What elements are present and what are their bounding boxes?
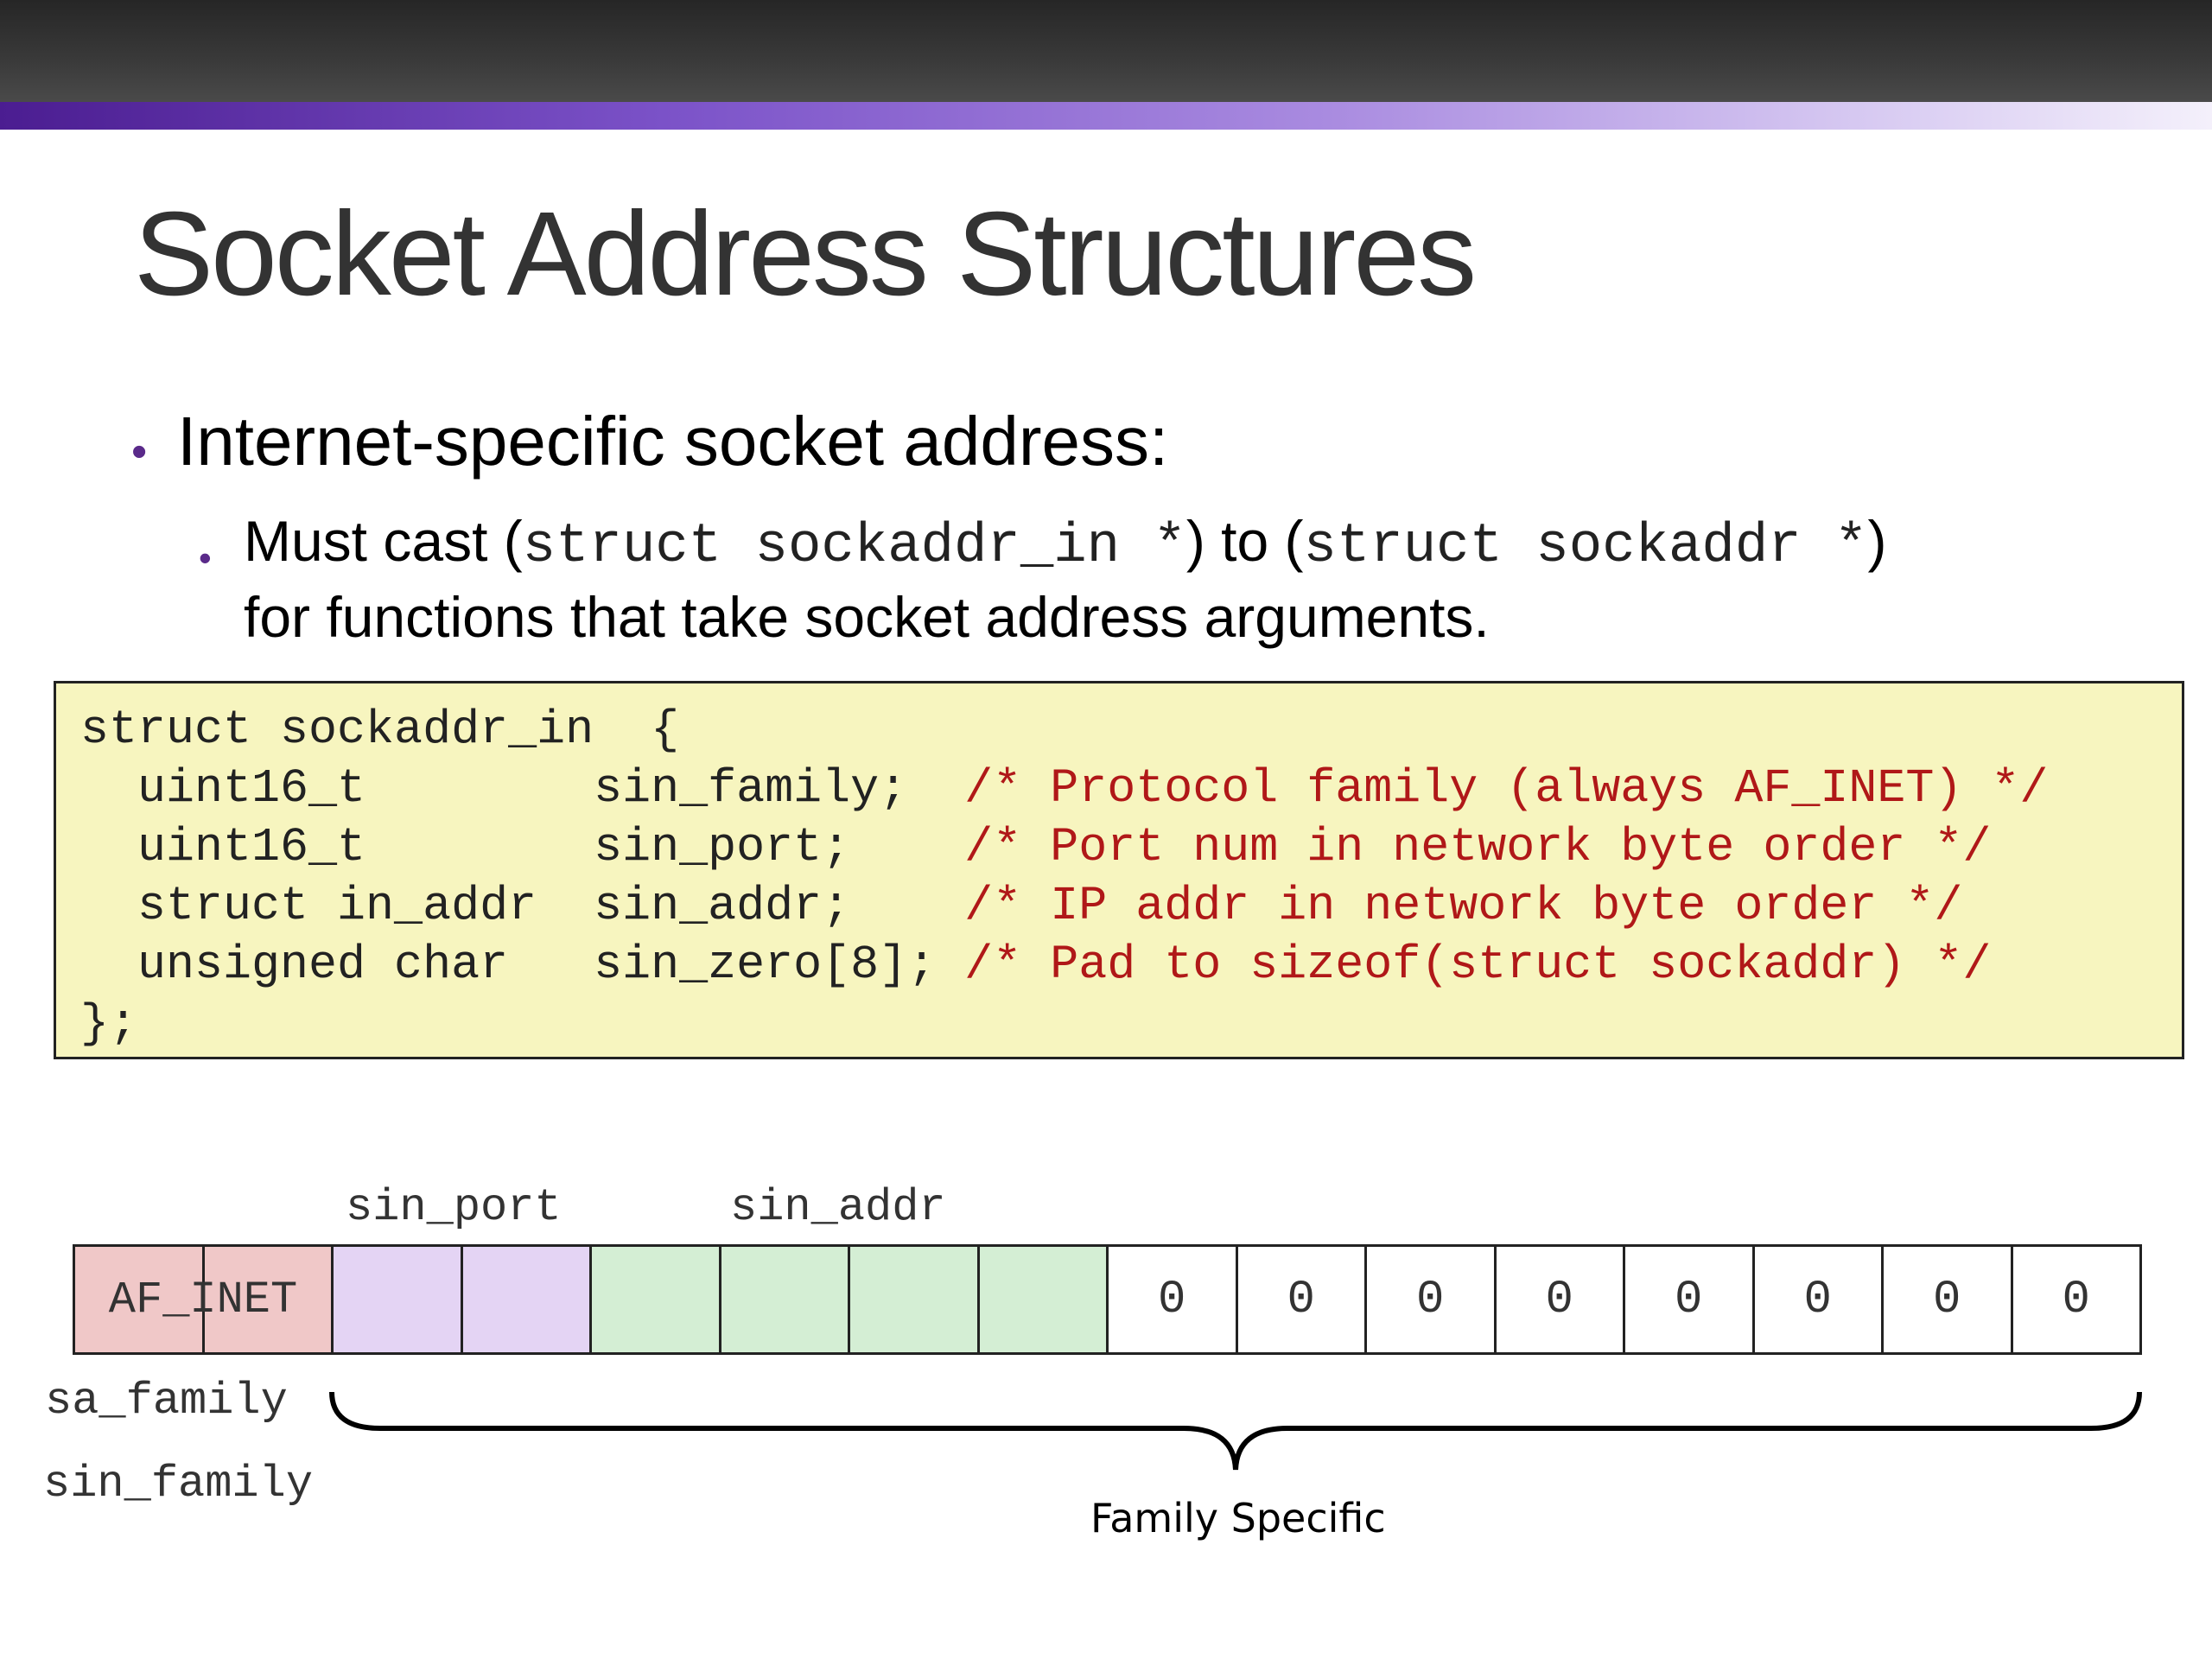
label-sin-addr: sin_addr — [730, 1182, 946, 1233]
cast-code-sockaddr: struct sockaddr * — [1303, 516, 1868, 578]
code-text: uint16_t sin_port; — [80, 820, 965, 874]
code-comment: /* Port num in network byte order */ — [964, 820, 1992, 874]
byte-cell-family — [201, 1244, 334, 1355]
byte-cell-zero: 0 — [1106, 1244, 1238, 1355]
top-header-bar — [0, 0, 2212, 102]
sub-bullet-line-2: for functions that take socket address a… — [244, 585, 1490, 649]
label-sin-port: sin_port — [346, 1182, 562, 1233]
code-listing: struct sockaddr_in { uint16_t sin_family… — [80, 701, 2048, 1053]
code-comment: /* Pad to sizeof(struct sockaddr) */ — [964, 938, 1992, 992]
label-sa-family: sa_family — [45, 1376, 288, 1427]
slide-title: Socket Address Structures — [134, 188, 1477, 321]
accent-gradient-bar — [0, 102, 2212, 130]
cast-text-part2: ) to ( — [1185, 509, 1304, 573]
code-text: unsigned char sin_zero[8]; — [80, 938, 965, 992]
byte-cell-addr — [976, 1244, 1109, 1355]
brace-path — [329, 1391, 2142, 1471]
bullet-text: Internet-specific socket address: — [177, 403, 1169, 480]
code-line: struct sockaddr_in { — [80, 701, 2048, 760]
byte-cell-zero: 0 — [1623, 1244, 1755, 1355]
byte-cell-port — [460, 1244, 592, 1355]
code-line: struct in_addr sin_addr; /* IP addr in n… — [80, 877, 2048, 936]
byte-cell-zero: 0 — [1751, 1244, 1884, 1355]
code-text: struct in_addr sin_addr; — [80, 879, 965, 933]
byte-cell-port — [331, 1244, 463, 1355]
code-line: uint16_t sin_port; /* Port num in networ… — [80, 818, 2048, 877]
bullet-dot-icon: • — [131, 427, 148, 477]
af-inet-value: AF_INET — [108, 1274, 298, 1325]
cast-text-part3: ) — [1867, 509, 1887, 573]
code-line: unsigned char sin_zero[8]; /* Pad to siz… — [80, 936, 2048, 995]
code-block: struct sockaddr_in { uint16_t sin_family… — [54, 681, 2184, 1059]
byte-cell-zero: 0 — [2010, 1244, 2142, 1355]
code-text: }; — [80, 996, 138, 1051]
code-line: }; — [80, 995, 2048, 1053]
byte-cell-zero: 0 — [1235, 1244, 1367, 1355]
code-text: struct sockaddr_in { — [80, 702, 680, 757]
family-specific-brace — [329, 1391, 2142, 1471]
family-specific-label: Family Specific — [1090, 1495, 1386, 1541]
code-comment: /* IP addr in network byte order */ — [964, 879, 1963, 933]
cast-code-sockaddr-in: struct sockaddr_in * — [522, 516, 1186, 578]
sub-bullet-line-1: Must cast (struct sockaddr_in *) to (str… — [244, 503, 1886, 585]
sub-bullet-dot-icon: • — [199, 537, 212, 578]
cast-text-part1: Must cast ( — [244, 509, 523, 573]
byte-cell-addr — [718, 1244, 850, 1355]
code-comment: /* Protocol family (always AF_INET) */ — [964, 761, 2049, 816]
code-text: uint16_t sin_family; — [80, 761, 965, 816]
byte-cell-addr — [589, 1244, 721, 1355]
code-line: uint16_t sin_family; /* Protocol family … — [80, 760, 2048, 818]
byte-cell-zero: 0 — [1493, 1244, 1625, 1355]
byte-cell-zero: 0 — [1364, 1244, 1497, 1355]
byte-cell-addr — [848, 1244, 980, 1355]
byte-cell-zero: 0 — [1881, 1244, 2013, 1355]
byte-cell-family — [73, 1244, 205, 1355]
label-sin-family: sin_family — [43, 1459, 314, 1510]
